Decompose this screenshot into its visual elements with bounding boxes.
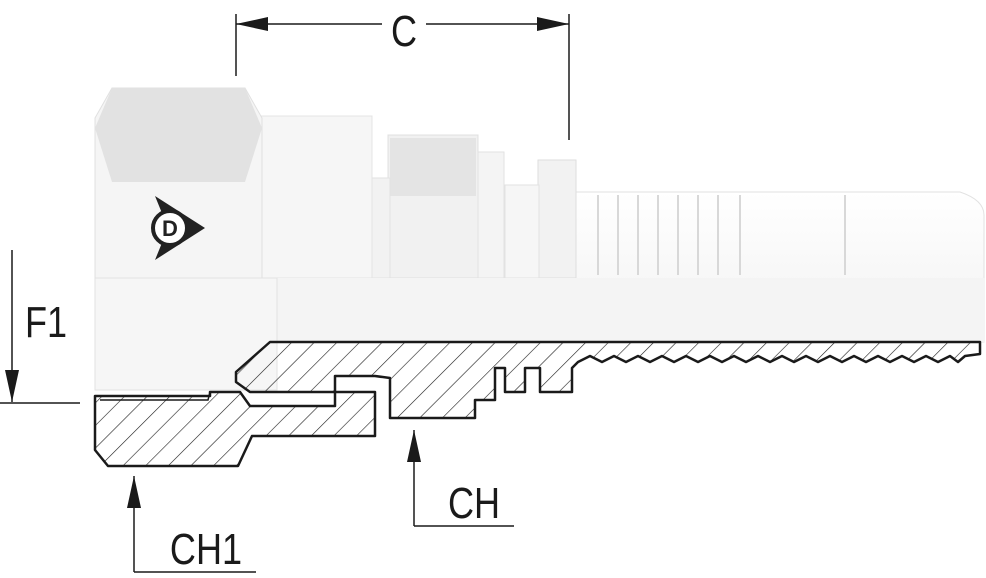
dimension-arrow-up-icon [407, 430, 421, 462]
dimension-arrow-left-icon [236, 17, 268, 31]
dimension-f1 [0, 250, 80, 404]
shank [259, 115, 373, 279]
dimension-arrow-right-icon [537, 17, 569, 31]
dimension-ch1-label: CH1 [170, 525, 242, 574]
dimension-arrow-down-icon [5, 370, 19, 402]
nut-section [93, 390, 377, 468]
fitting-external-view: D [94, 87, 985, 391]
dimension-c-label: C [391, 7, 417, 56]
dimension-ch1 [127, 476, 256, 573]
dimension-ch [407, 430, 514, 527]
dunlop-d-arrow-icon: D [151, 196, 205, 260]
fitting-section-view [93, 340, 982, 468]
svg-text:D: D [162, 216, 178, 241]
nipple-section [234, 340, 982, 420]
dimension-ch-label: CH [448, 479, 500, 528]
collar-ring [537, 159, 577, 279]
tail-serrations [597, 195, 846, 275]
dimension-f1-label: F1 [25, 298, 67, 347]
dimension-arrow-up-icon [127, 476, 141, 508]
